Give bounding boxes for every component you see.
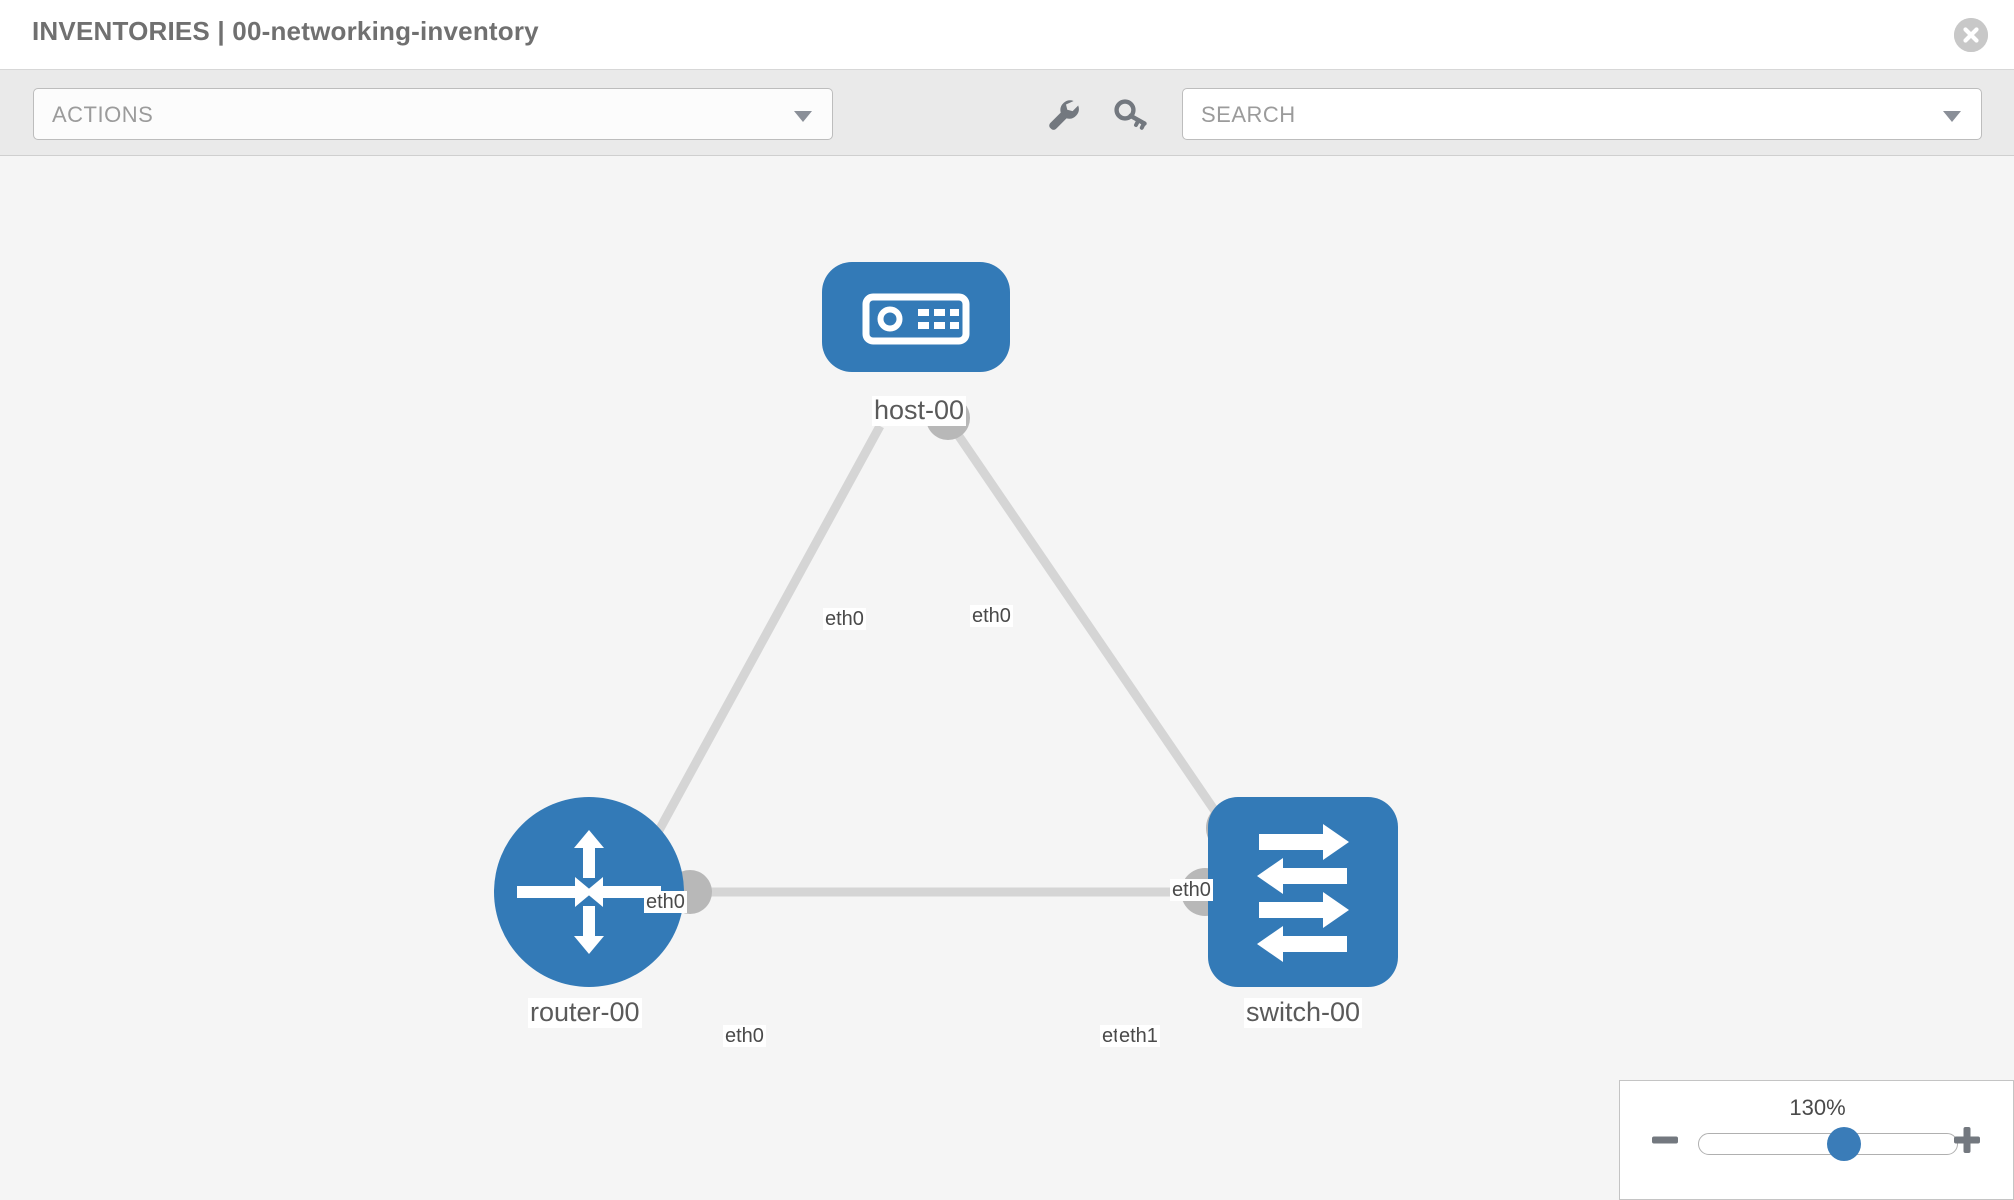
search-input[interactable]: SEARCH: [1182, 88, 1982, 140]
zoom-control-panel: 130%: [1619, 1080, 2014, 1200]
chevron-down-icon: [794, 111, 812, 122]
server-icon: [862, 293, 970, 345]
zoom-slider-thumb[interactable]: [1827, 1127, 1861, 1161]
wrench-button[interactable]: [1040, 90, 1088, 138]
close-button[interactable]: [1954, 18, 1988, 52]
close-circle-icon: [1954, 18, 1988, 52]
node-switch-00[interactable]: [1208, 797, 1398, 987]
iface-label-router00-eth0-up: eth0: [644, 891, 687, 913]
minus-icon: [1652, 1136, 1678, 1144]
chevron-down-icon: [1943, 111, 1961, 122]
node-router-00[interactable]: [494, 797, 684, 987]
topology-graph: [494, 262, 1398, 987]
page-header: INVENTORIES | 00-networking-inventory: [0, 0, 2014, 70]
actions-dropdown-label: ACTIONS: [52, 102, 154, 127]
iface-label-router00-eth0: eth0: [723, 1025, 766, 1047]
switch-arrows-icon: [1257, 824, 1349, 962]
node-label-switch-00: switch-00: [1244, 997, 1363, 1028]
zoom-out-button[interactable]: [1648, 1123, 1682, 1157]
link-host00-switch00[interactable]: [948, 423, 1236, 839]
router-arrows-icon: [517, 830, 661, 954]
iface-label-host00-eth0-right: eth0: [970, 605, 1013, 627]
node-label-host-00: host-00: [872, 395, 967, 426]
plus-icon: [1954, 1127, 1980, 1153]
iface-label-switch00-eth0-up: eth0: [1170, 879, 1213, 901]
link-host00-router00[interactable]: [641, 423, 884, 859]
actions-dropdown[interactable]: ACTIONS: [33, 88, 833, 140]
iface-label-host00-eth0-left: eth0: [823, 608, 866, 630]
toolbar: ACTIONS SEARCH: [0, 70, 2014, 156]
iface-label-switch00-eth1: eth1: [1117, 1025, 1160, 1047]
key-icon: [1114, 99, 1147, 130]
search-placeholder: SEARCH: [1201, 102, 1296, 127]
wrench-icon: [1049, 100, 1079, 130]
node-host-00[interactable]: [822, 262, 1010, 372]
key-button[interactable]: [1107, 90, 1155, 138]
zoom-percent-label: 130%: [1789, 1095, 1846, 1120]
topology-canvas[interactable]: host-00 router-00 switch-00 eth0 eth0 et…: [0, 156, 2014, 1200]
zoom-in-button[interactable]: [1950, 1123, 1984, 1157]
node-label-router-00: router-00: [528, 997, 642, 1028]
page-title: INVENTORIES | 00-networking-inventory: [32, 16, 539, 46]
